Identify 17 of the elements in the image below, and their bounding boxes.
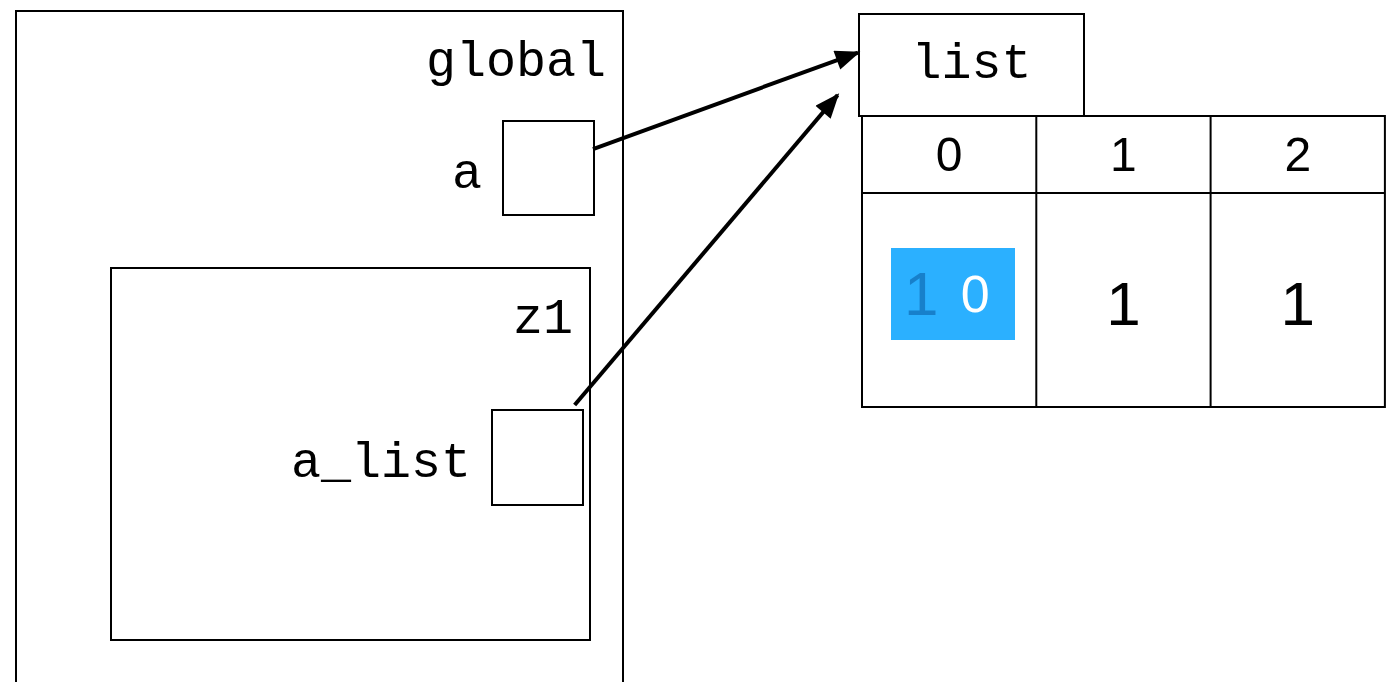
highlighted-value <box>891 248 1015 340</box>
index-label: 2 <box>1284 130 1312 179</box>
frame-box <box>110 267 591 641</box>
pointer-arrow <box>573 93 840 407</box>
object-type-label: list <box>911 40 1032 90</box>
cell-value: 0 <box>960 268 990 320</box>
object-type-box <box>858 13 1085 117</box>
cell-value: 1 <box>1280 273 1315 335</box>
index-label: 1 <box>1110 130 1137 179</box>
frame-box <box>15 10 624 682</box>
variable-name: a_list <box>290 439 471 489</box>
frame-title: z1 <box>513 295 573 345</box>
variable-name: a <box>452 150 482 200</box>
frame-title: global <box>425 38 606 88</box>
pointer-arrow <box>592 50 861 151</box>
index-label: 0 <box>935 130 963 179</box>
cell-value: 1 <box>1106 273 1141 335</box>
